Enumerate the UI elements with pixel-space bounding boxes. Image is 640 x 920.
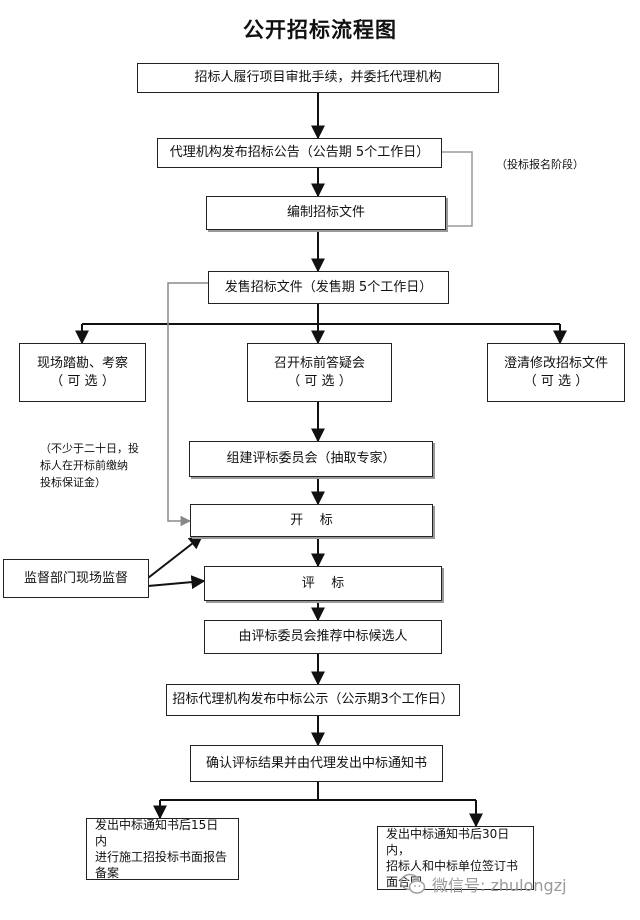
step-prepare-documents-label: 编制招标文件 bbox=[286, 205, 365, 220]
step-prepare-documents: 编制招标文件 bbox=[206, 196, 446, 230]
step-bid-evaluation-label: 评 标 bbox=[301, 575, 345, 591]
step-recommend-candidates: 由评标委员会推荐中标候选人 bbox=[204, 620, 442, 654]
page-title: 公开招标流程图 bbox=[243, 18, 397, 42]
step-clarify-documents-optional: （ 可 选 ） bbox=[523, 373, 589, 389]
note-bid-deposit-line3: 投标保证金） bbox=[40, 476, 106, 489]
step-pre-bid-meeting: 召开标前答疑会 （ 可 选 ） bbox=[247, 343, 392, 402]
supervision-box: 监督部门现场监督 bbox=[3, 559, 149, 598]
step-filing-report-line1: 发出中标通知书后15日内 bbox=[95, 818, 219, 848]
note-bid-deposit-line1: （不少于二十日，投 bbox=[40, 442, 139, 455]
step-approval-entrust-label: 招标人履行项目审批手续，并委托代理机构 bbox=[194, 70, 442, 85]
step-pre-bid-meeting-label: 召开标前答疑会 bbox=[273, 355, 365, 371]
step-sign-contract: 发出中标通知书后30日内， 招标人和中标单位签订书 面合同 bbox=[377, 826, 534, 890]
step-publicize-award: 招标代理机构发布中标公示（公示期3个工作日） bbox=[166, 684, 460, 716]
step-sign-contract-line1: 发出中标通知书后30日内， bbox=[386, 827, 510, 857]
step-filing-report-line3: 备案 bbox=[95, 866, 120, 880]
step-publish-notice: 代理机构发布招标公告（公告期 5个工作日） bbox=[157, 138, 442, 168]
step-sell-documents: 发售招标文件（发售期 5个工作日） bbox=[208, 271, 449, 304]
step-filing-report-line2: 进行施工招投标书面报告 bbox=[95, 850, 228, 864]
step-form-committee: 组建评标委员会（抽取专家） bbox=[189, 441, 433, 477]
step-sign-contract-line2: 招标人和中标单位签订书 bbox=[386, 859, 519, 873]
step-site-visit-label: 现场踏勘、考察 bbox=[36, 355, 128, 371]
step-site-visit-optional: （ 可 选 ） bbox=[50, 373, 115, 389]
supervision-label: 监督部门现场监督 bbox=[23, 570, 128, 586]
step-clarify-documents: 澄清修改招标文件 （ 可 选 ） bbox=[487, 343, 625, 402]
step-issue-award-notice-label: 确认评标结果并由代理发出中标通知书 bbox=[205, 755, 427, 771]
note-bid-deposit: （不少于二十日，投 标人在开标前缴纳 投标保证金） bbox=[40, 440, 139, 491]
step-recommend-candidates-label: 由评标委员会推荐中标候选人 bbox=[238, 629, 408, 644]
step-issue-award-notice: 确认评标结果并由代理发出中标通知书 bbox=[190, 745, 443, 782]
step-publish-notice-label: 代理机构发布招标公告（公告期 5个工作日） bbox=[169, 145, 430, 160]
step-bid-evaluation: 评 标 bbox=[204, 566, 442, 601]
step-form-committee-label: 组建评标委员会（抽取专家） bbox=[226, 451, 396, 466]
note-bidding-stage: （投标报名阶段） bbox=[496, 158, 584, 171]
step-clarify-documents-label: 澄清修改招标文件 bbox=[503, 355, 608, 371]
step-bid-opening: 开 标 bbox=[190, 504, 433, 537]
arrow-supervision-s8 bbox=[147, 575, 206, 590]
wechat-icon bbox=[400, 873, 426, 894]
step-sell-documents-label: 发售招标文件（发售期 5个工作日） bbox=[224, 279, 433, 295]
step-site-visit: 现场踏勘、考察 （ 可 选 ） bbox=[19, 343, 146, 402]
wechat-watermark: 微信号: zhulongzj bbox=[400, 872, 567, 896]
step-filing-report: 发出中标通知书后15日内 进行施工招投标书面报告 备案 bbox=[86, 818, 239, 880]
bracket-bidding-stage bbox=[440, 151, 473, 227]
arrow-s4-to-s7-gray bbox=[167, 282, 208, 527]
note-bid-deposit-line2: 标人在开标前缴纳 bbox=[40, 459, 128, 472]
step-pre-bid-meeting-optional: （ 可 选 ） bbox=[287, 373, 352, 389]
step-approval-entrust: 招标人履行项目审批手续，并委托代理机构 bbox=[137, 63, 499, 93]
arrow-supervision-s7 bbox=[147, 535, 204, 579]
watermark-text: 微信号: zhulongzj bbox=[432, 876, 567, 895]
step-publicize-award-label: 招标代理机构发布中标公示（公示期3个工作日） bbox=[172, 692, 454, 707]
step-bid-opening-label: 开 标 bbox=[290, 512, 333, 528]
